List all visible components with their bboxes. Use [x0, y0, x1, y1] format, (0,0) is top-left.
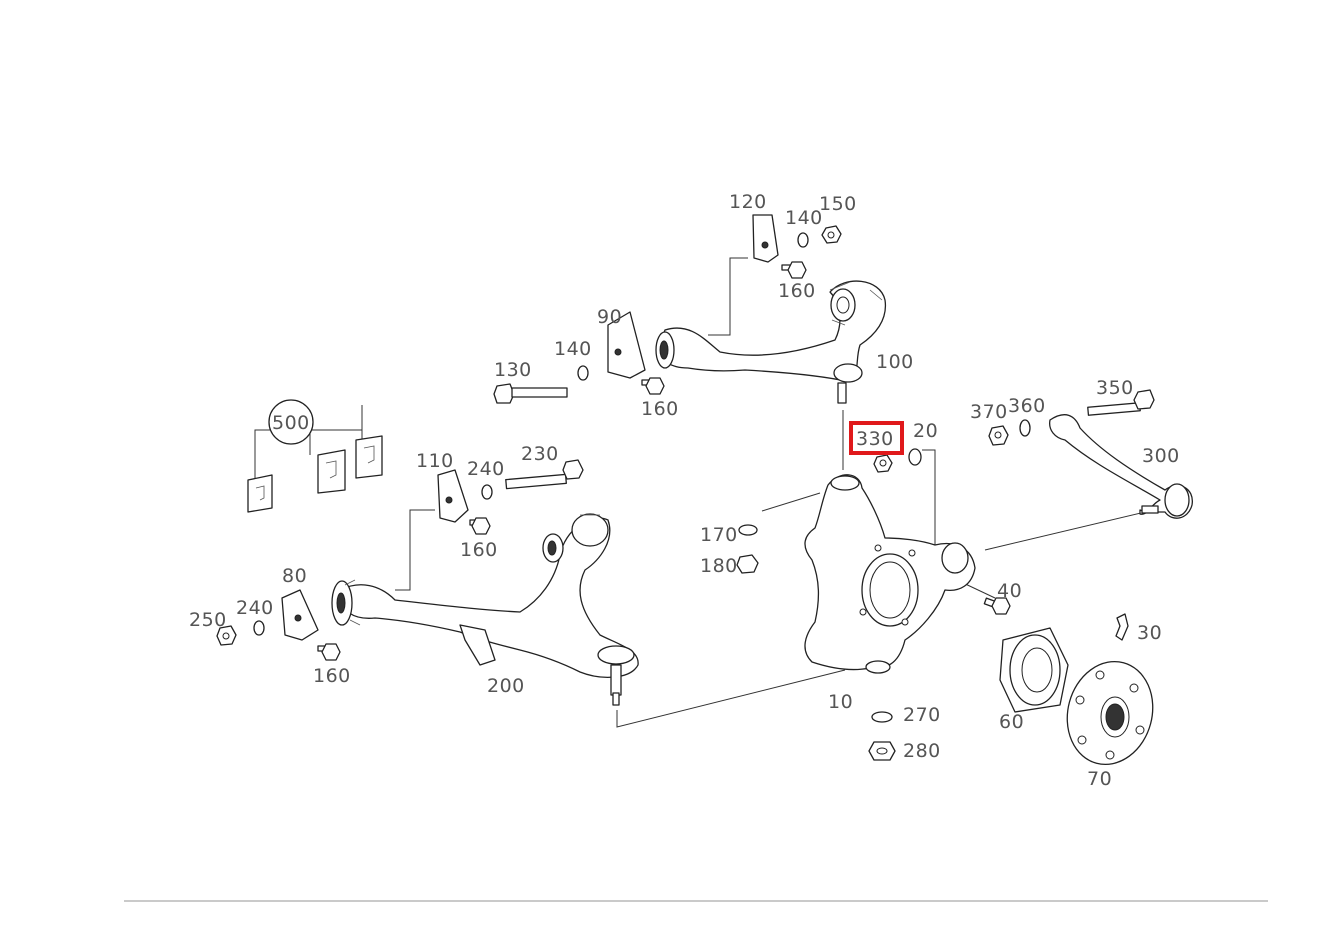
- part-label-300[interactable]: 300: [1142, 445, 1180, 467]
- part-label-250[interactable]: 250: [189, 609, 227, 631]
- bolt-icon[interactable]: [781, 261, 807, 279]
- part-label-40[interactable]: 40: [997, 580, 1022, 602]
- part-label-20[interactable]: 20: [913, 420, 938, 442]
- part-label-140-mid[interactable]: 140: [554, 338, 592, 360]
- part-label-360[interactable]: 360: [1008, 395, 1046, 417]
- washer-icon[interactable]: [577, 365, 589, 381]
- upper-control-arm[interactable]: [655, 280, 887, 404]
- part-label-160-upper[interactable]: 160: [778, 280, 816, 302]
- bolt-icon[interactable]: [641, 377, 665, 395]
- lower-hardware: [216, 459, 584, 661]
- part-label-200[interactable]: 200: [487, 675, 525, 697]
- washer-icon[interactable]: [253, 620, 265, 636]
- part-label-240-a[interactable]: 240: [467, 458, 505, 480]
- part-label-350[interactable]: 350: [1096, 377, 1134, 399]
- part-label-130[interactable]: 130: [494, 359, 532, 381]
- part-label-70[interactable]: 70: [1087, 768, 1112, 790]
- part-labels: 120 140 150 160 90 140 130 100 160 500 1…: [189, 191, 1180, 790]
- long-bolt-icon[interactable]: [505, 459, 584, 490]
- bolt-icon[interactable]: [469, 517, 491, 535]
- part-label-30[interactable]: 30: [1137, 622, 1162, 644]
- part-label-120[interactable]: 120: [729, 191, 767, 213]
- selected-part-highlight: [849, 421, 904, 455]
- washer-icon[interactable]: [1019, 419, 1031, 437]
- part-label-230[interactable]: 230: [521, 443, 559, 465]
- wheel-bearing[interactable]: [999, 627, 1069, 713]
- part-label-60[interactable]: 60: [999, 711, 1024, 733]
- upper-hardware: [493, 214, 842, 404]
- part-label-160-mid[interactable]: 160: [641, 398, 679, 420]
- knuckle-hardware: [736, 448, 1011, 761]
- part-label-270[interactable]: 270: [903, 704, 941, 726]
- part-label-140-upper[interactable]: 140: [785, 207, 823, 229]
- track-rod[interactable]: [1049, 414, 1193, 519]
- part-label-100[interactable]: 100: [876, 351, 914, 373]
- washer-icon[interactable]: [797, 232, 809, 248]
- part-label-330[interactable]: 330: [856, 428, 894, 450]
- part-label-160-lower-a[interactable]: 160: [460, 539, 498, 561]
- part-label-180[interactable]: 180: [700, 555, 738, 577]
- bolt-icon[interactable]: [983, 597, 1011, 615]
- wheel-hub[interactable]: [1056, 652, 1164, 774]
- part-label-150[interactable]: 150: [819, 193, 857, 215]
- part-label-370[interactable]: 370: [970, 401, 1008, 423]
- long-bolt-icon[interactable]: [493, 383, 568, 404]
- part-label-170[interactable]: 170: [700, 524, 738, 546]
- washer-icon[interactable]: [738, 524, 758, 536]
- nut-icon[interactable]: [736, 554, 759, 574]
- bracket-icon[interactable]: [607, 311, 646, 379]
- part-label-160-lower-b[interactable]: 160: [313, 665, 351, 687]
- washer-icon[interactable]: [481, 484, 493, 500]
- part-label-500[interactable]: 500: [272, 412, 310, 434]
- part-label-90[interactable]: 90: [597, 306, 622, 328]
- long-bolt-icon[interactable]: [1087, 389, 1155, 416]
- shim-kit[interactable]: [247, 399, 383, 513]
- screw-icon[interactable]: [1115, 613, 1129, 641]
- bracket-icon[interactable]: [437, 469, 469, 523]
- bracket-icon[interactable]: [752, 214, 779, 263]
- part-label-240-b[interactable]: 240: [236, 597, 274, 619]
- lower-control-arm[interactable]: [331, 513, 639, 706]
- part-label-80[interactable]: 80: [282, 565, 307, 587]
- bolt-icon[interactable]: [317, 643, 341, 661]
- washer-icon[interactable]: [871, 711, 893, 723]
- steering-knuckle[interactable]: [804, 474, 976, 674]
- track-rod-hardware: [988, 389, 1155, 446]
- part-label-280[interactable]: 280: [903, 740, 941, 762]
- washer-icon[interactable]: [908, 448, 922, 466]
- part-label-10[interactable]: 10: [828, 691, 853, 713]
- bracket-icon[interactable]: [281, 589, 319, 641]
- part-label-110[interactable]: 110: [416, 450, 454, 472]
